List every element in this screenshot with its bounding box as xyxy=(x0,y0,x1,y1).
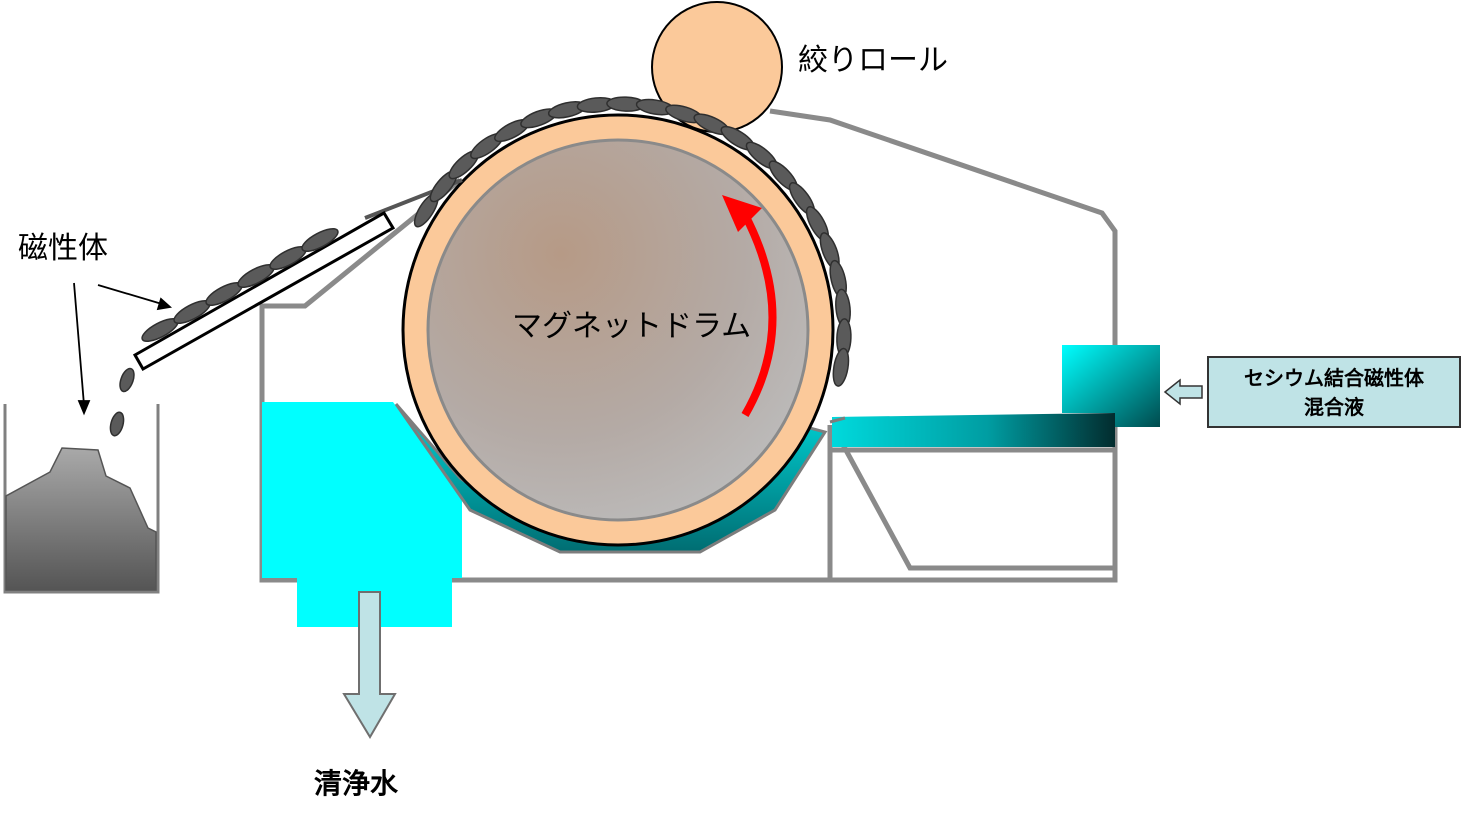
clean-water-label: 清浄水 xyxy=(314,767,399,800)
feed-label-box xyxy=(1207,356,1461,428)
curved-arrow-icon xyxy=(722,195,777,418)
magnetic-particle xyxy=(301,228,339,252)
inlet-channel xyxy=(829,345,1160,447)
housing xyxy=(259,108,1118,583)
magnetic-particle xyxy=(119,367,135,393)
collected-material-pile xyxy=(5,447,157,591)
magnetic-particles xyxy=(109,96,852,437)
magnetic-body-label: 磁性体 xyxy=(18,231,108,266)
magnetic-particle xyxy=(832,347,850,387)
magnet-drum xyxy=(401,113,835,547)
feed-liquid-label-line1: セシウム結合磁性体 xyxy=(1244,366,1425,390)
feed-liquid-label-line2: 混合液 xyxy=(1304,395,1365,419)
collection-bin xyxy=(3,404,160,594)
magnet-drum-label: マグネットドラム xyxy=(512,309,751,344)
down-arrow-icon xyxy=(342,591,397,739)
clean-water-tank xyxy=(262,402,462,627)
magnetic-body-pointers xyxy=(73,282,173,416)
magnetic-particle xyxy=(109,411,125,437)
squeeze-roll-label: 絞りロール xyxy=(798,43,948,78)
left-arrow-icon xyxy=(1163,378,1203,406)
